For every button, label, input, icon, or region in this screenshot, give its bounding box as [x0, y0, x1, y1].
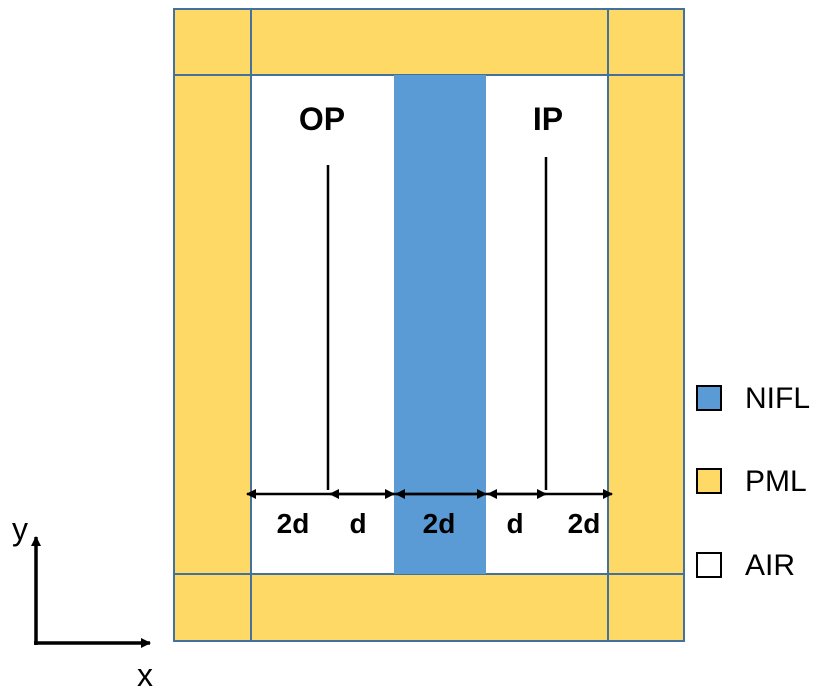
- legend-swatch-nifl: [696, 385, 722, 411]
- legend-label-pml: PML: [745, 465, 807, 498]
- ip-label: IP: [533, 101, 563, 137]
- legend: NIFL PML AIR: [696, 382, 810, 582]
- pml-right: [607, 74, 685, 575]
- dim-label-2: d: [349, 508, 366, 539]
- pml-corner-top-right: [607, 8, 685, 76]
- legend-label-nifl: NIFL: [745, 382, 810, 415]
- op-label: OP: [299, 101, 345, 137]
- dim-label-5: 2d: [568, 508, 601, 539]
- pml-bottom: [250, 573, 609, 642]
- pml-corner-top-left: [173, 8, 252, 76]
- dim-label-4: d: [506, 508, 523, 539]
- pml-corner-bottom-left: [173, 573, 252, 642]
- legend-swatch-pml: [696, 468, 722, 494]
- pml-corner-bottom-right: [607, 573, 685, 642]
- pml-top: [250, 8, 609, 76]
- nifl-slab: [394, 75, 486, 574]
- coordinate-axes: [31, 536, 151, 648]
- legend-swatch-air: [696, 552, 722, 578]
- x-axis-label: x: [137, 657, 153, 693]
- pml-left: [173, 74, 252, 575]
- legend-label-air: AIR: [745, 549, 795, 582]
- dim-label-3: 2d: [423, 508, 456, 539]
- y-axis-label: y: [12, 511, 28, 547]
- dim-label-1: 2d: [277, 508, 310, 539]
